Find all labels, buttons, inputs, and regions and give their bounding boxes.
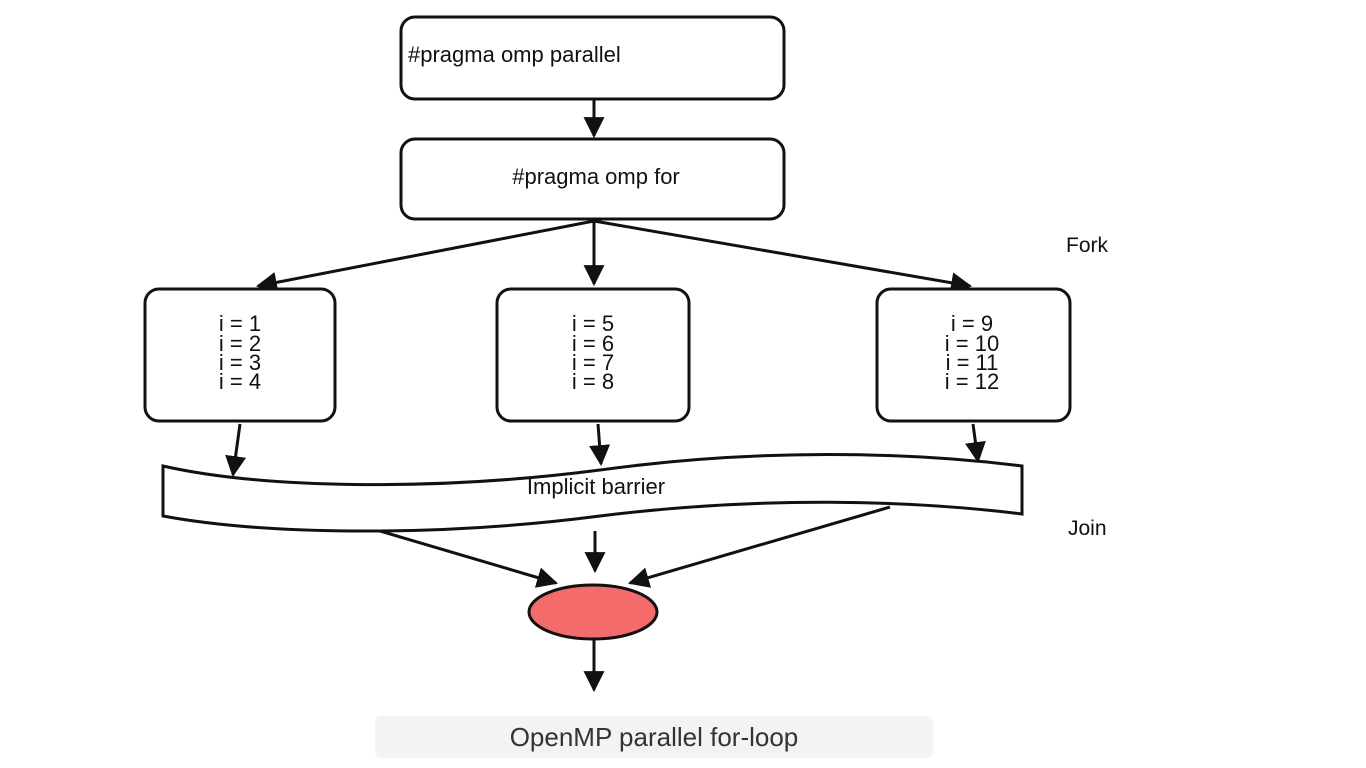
parallel-node: #pragma omp parallel <box>399 15 786 101</box>
arrow-thread-1-to-barrier <box>225 423 246 478</box>
end-node-circle <box>527 583 659 641</box>
arrow-thread-3-to-barrier <box>965 423 986 464</box>
thread-box-1: i = 1 i = 2 i = 3 i = 4 <box>143 287 337 423</box>
for-node-label: #pragma omp for <box>512 164 680 189</box>
arrow-thread-2-to-barrier <box>589 423 611 467</box>
thread-2-line-3: i = 7 <box>572 350 614 375</box>
thread-3-line-2: i = 10 <box>945 331 999 356</box>
fork-label: Fork <box>1066 234 1109 257</box>
thread-3-line-3: i = 11 <box>946 350 999 375</box>
thread-3-line-1: i = 9 <box>951 311 993 336</box>
thread-box-3: i = 9 i = 10 i = 11 i = 12 <box>875 287 1072 423</box>
join-arrow-right <box>627 505 891 588</box>
barrier-label: Implicit barrier <box>527 474 665 499</box>
join-arrow-left <box>379 529 559 588</box>
fork-arrow-left <box>255 219 595 293</box>
for-node: #pragma omp for <box>399 137 786 221</box>
thread-1-line-3: i = 3 <box>219 350 261 375</box>
thread-2-line-1: i = 5 <box>572 311 614 336</box>
thread-2-line-4: i = 8 <box>572 369 614 394</box>
thread-1-line-2: i = 2 <box>219 331 261 356</box>
fork-arrow-right <box>593 219 973 294</box>
thread-1-line-1: i = 1 <box>219 311 261 336</box>
thread-box-2: i = 5 i = 6 i = 7 i = 8 <box>495 287 691 423</box>
diagram-caption: OpenMP parallel for-loop <box>375 716 933 758</box>
implicit-barrier: Implicit barrier <box>161 453 1024 533</box>
join-label: Join <box>1068 517 1107 540</box>
thread-2-line-2: i = 6 <box>572 331 614 356</box>
thread-1-line-4: i = 4 <box>219 369 261 394</box>
parallel-node-label: #pragma omp parallel <box>408 42 621 67</box>
thread-3-line-4: i = 12 <box>945 369 999 394</box>
